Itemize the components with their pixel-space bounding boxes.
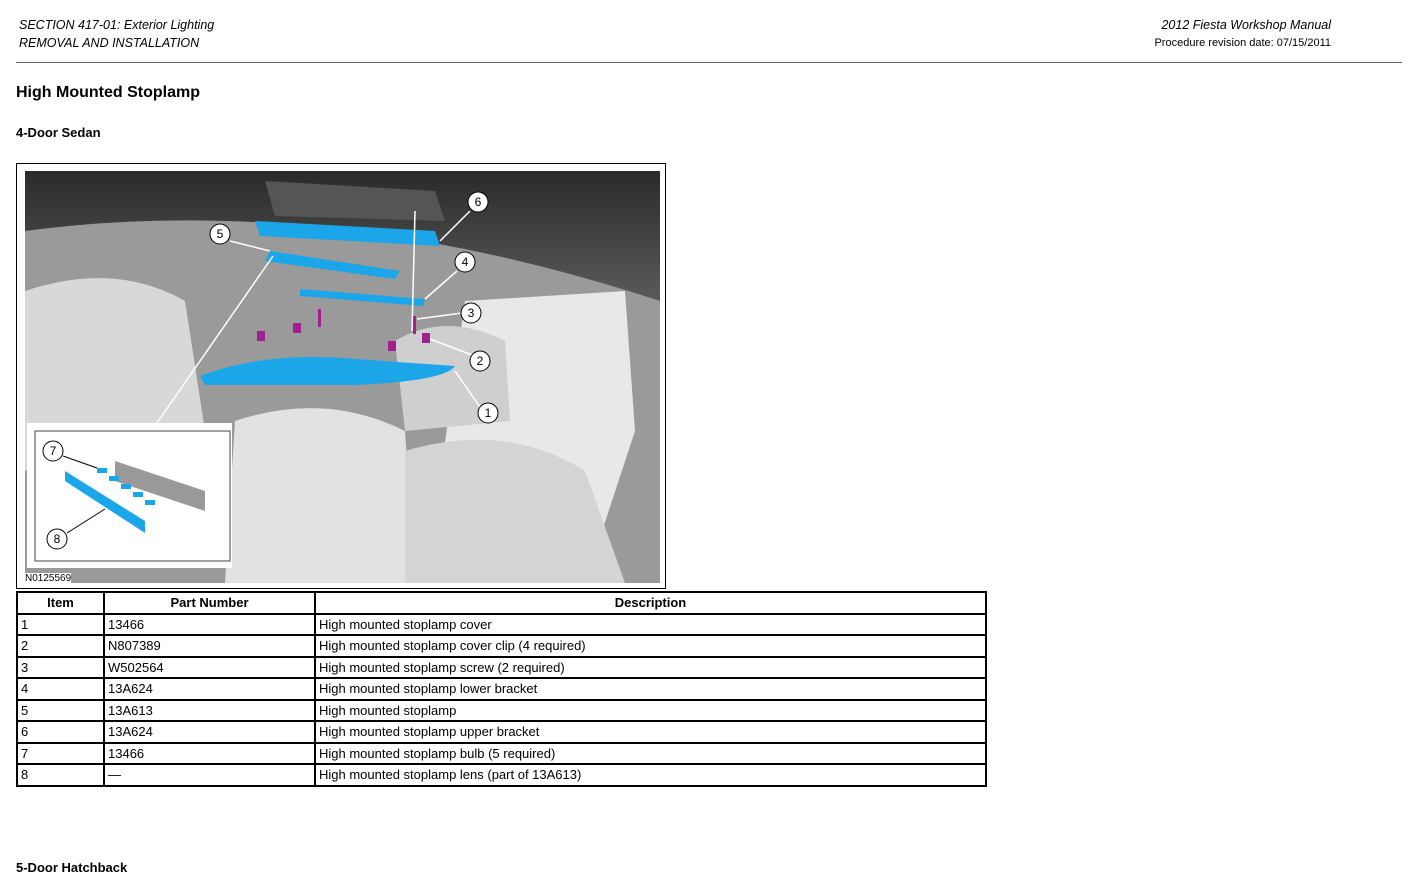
cell-description: High mounted stoplamp bulb (5 required) <box>314 741 987 765</box>
cell-part-number: 13466 <box>103 741 316 765</box>
cell-item: 4 <box>16 677 105 701</box>
revision-date: Procedure revision date: 07/15/2011 <box>1154 37 1331 49</box>
callout-label: 2 <box>477 354 484 368</box>
table-row: 8—High mounted stoplamp lens (part of 13… <box>16 763 987 787</box>
cell-item: 2 <box>16 634 105 658</box>
callout-circle <box>477 402 499 424</box>
figure-id: N0125569 <box>25 573 72 584</box>
cell-item: 3 <box>16 655 105 679</box>
cell-item: 5 <box>16 698 105 722</box>
cell-part-number: 13A613 <box>103 698 316 722</box>
cell-part-number: N807389 <box>103 634 316 658</box>
callout-circle <box>469 350 491 372</box>
cell-part-number: 13A624 <box>103 677 316 701</box>
callout-circle <box>209 223 231 245</box>
stoplamp-diagram: 1 2 3 4 5 6 7 8 <box>25 171 660 583</box>
cell-description: High mounted stoplamp screw (2 required) <box>314 655 987 679</box>
cell-description: High mounted stoplamp lower bracket <box>314 677 987 701</box>
callout-circle <box>467 191 489 213</box>
sedan-heading: 4-Door Sedan <box>16 125 101 140</box>
callout-label: 4 <box>462 255 469 269</box>
callout-circle <box>460 302 482 324</box>
cell-description: High mounted stoplamp lens (part of 13A6… <box>314 763 987 787</box>
cell-item: 7 <box>16 741 105 765</box>
cell-part-number: W502564 <box>103 655 316 679</box>
subsection-title: REMOVAL AND INSTALLATION <box>19 36 200 50</box>
manual-title: 2012 Fiesta Workshop Manual <box>1161 18 1331 32</box>
cell-item: 6 <box>16 720 105 744</box>
cell-part-number: — <box>103 763 316 787</box>
section-title: SECTION 417-01: Exterior Lighting <box>19 18 215 32</box>
col-item: Item <box>16 591 105 615</box>
cell-description: High mounted stoplamp <box>314 698 987 722</box>
col-description: Description <box>314 591 987 615</box>
sedan-illustration: 1 2 3 4 5 6 7 8 N0125569 <box>16 163 666 589</box>
callout-circle <box>454 251 476 273</box>
cell-description: High mounted stoplamp cover <box>314 612 987 636</box>
cell-description: High mounted stoplamp upper bracket <box>314 720 987 744</box>
cell-part-number: 13A624 <box>103 720 316 744</box>
header-divider <box>16 62 1402 63</box>
callout-label: 1 <box>485 406 492 420</box>
callout-label: 3 <box>468 306 475 320</box>
table-header-row: Item Part Number Description <box>16 591 987 615</box>
callout-circle <box>42 440 64 462</box>
cell-item: 1 <box>16 612 105 636</box>
cell-item: 8 <box>16 763 105 787</box>
callout-label: 8 <box>54 532 61 546</box>
page-title: High Mounted Stoplamp <box>16 84 200 101</box>
callout-label: 7 <box>50 444 57 458</box>
callout-circle <box>46 528 68 550</box>
cell-description: High mounted stoplamp cover clip (4 requ… <box>314 634 987 658</box>
callout-label: 5 <box>217 227 224 241</box>
col-part-number: Part Number <box>103 591 316 615</box>
hatchback-heading: 5-Door Hatchback <box>16 860 128 875</box>
cell-part-number: 13466 <box>103 612 316 636</box>
callout-label: 6 <box>475 195 482 209</box>
